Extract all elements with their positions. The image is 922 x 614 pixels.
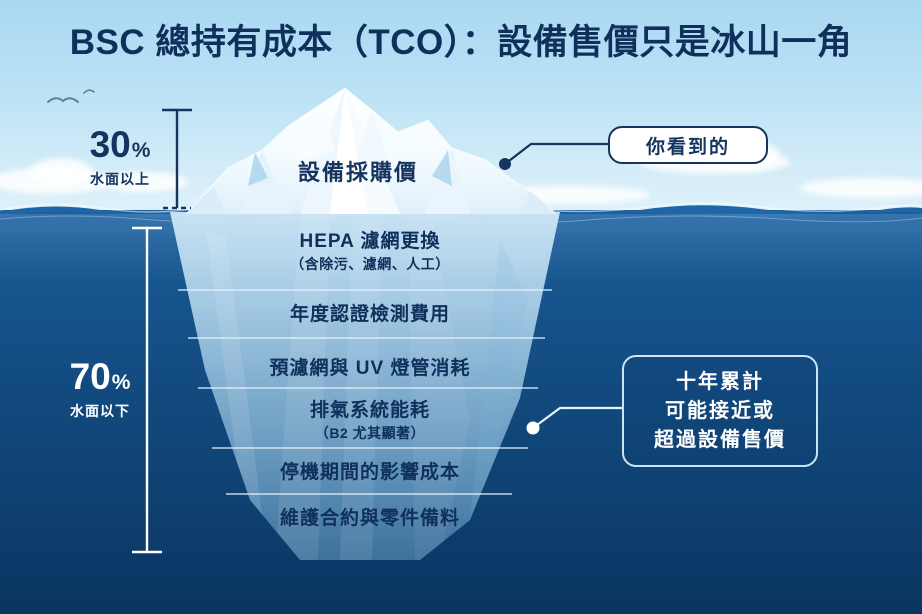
cloud-shape	[98, 172, 188, 192]
callout-hidden-cost: 十年累計 可能接近或 超過設備售價	[622, 355, 818, 467]
cloud-shape	[30, 158, 92, 186]
birds-decoration	[47, 89, 95, 103]
iceberg-item-sub-text: （B2 尤其顯著）	[314, 424, 426, 441]
iceberg-item-sub-text: （含除污、濾網、人工）	[290, 255, 450, 272]
leader-line-visible-callout	[499, 142, 610, 170]
iceberg-item-main-text: 維護合約與零件備料	[279, 508, 460, 529]
iceberg-item-main-text: 停機期間的影響成本	[279, 462, 460, 483]
iceberg-item-maintenance-contract: 維護合約與零件備料	[205, 508, 535, 530]
callout-what-you-see: 你看到的	[608, 126, 768, 164]
iceberg-submerged-body	[170, 212, 560, 560]
iceberg-item-main-text: 年度認證檢測費用	[289, 304, 450, 325]
iceberg-item-main-text: 排氣系統能耗	[309, 400, 430, 421]
measure-below-caption: 水面以下	[70, 403, 130, 419]
measure-above-value: 30	[89, 124, 131, 165]
iceberg-separator-lines	[178, 289, 552, 495]
iceberg-item-main-text: 預濾網與 UV 燈管消耗	[269, 358, 471, 379]
page-title: BSC 總持有成本（TCO）：設備售價只是冰山一角	[69, 23, 853, 62]
iceberg-item-exhaust-energy: 排氣系統能耗 （B2 尤其顯著）	[205, 400, 535, 441]
measure-above-caption: 水面以上	[90, 171, 150, 187]
callout-hidden-line-2: 可能接近或	[665, 399, 775, 422]
iceberg-peak	[185, 87, 557, 215]
iceberg-item-downtime-cost: 停機期間的影響成本	[205, 462, 535, 484]
callout-hidden-line-3: 超過設備售價	[654, 428, 786, 451]
measure-above-water: 30% 水面以上	[66, 126, 174, 189]
iceberg-item-prefilter-uv: 預濾網與 UV 燈管消耗	[205, 358, 535, 380]
leader-line-hidden-callout	[526, 406, 624, 435]
bracket-below-water	[132, 226, 162, 554]
callout-what-you-see-text: 你看到的	[645, 136, 730, 158]
bracket-above-water	[162, 108, 192, 210]
cloud-shape	[800, 178, 922, 198]
measure-above-number: 30%	[66, 126, 174, 163]
measure-below-water: 70% 水面以下	[46, 358, 154, 421]
measure-above-symbol: %	[131, 139, 151, 162]
measure-below-value: 70	[69, 356, 111, 397]
iceberg-item-main-text: HEPA 濾網更換	[299, 231, 441, 252]
measure-below-number: 70%	[46, 358, 154, 395]
iceberg-item-annual-certification: 年度認證檢測費用	[205, 304, 535, 326]
iceberg-item-hepa-filter: HEPA 濾網更換 （含除污、濾網、人工）	[205, 231, 535, 272]
callout-hidden-line-1: 十年累計	[676, 370, 764, 393]
measure-below-symbol: %	[111, 371, 131, 394]
iceberg-top-label: 設備採購價	[297, 160, 418, 185]
